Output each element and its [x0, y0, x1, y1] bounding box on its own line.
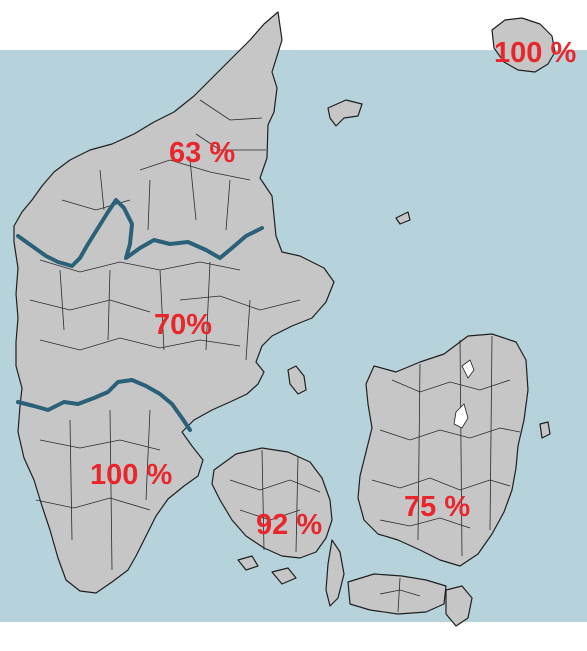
lake: [461, 359, 475, 379]
falster-island: [445, 585, 473, 627]
region-label-central-jutland: 70%: [154, 309, 212, 341]
anholt-island: [327, 99, 363, 127]
small-island: [271, 567, 297, 585]
small-island: [237, 555, 259, 571]
region-label-bornholm: 100 %: [494, 37, 576, 69]
municipal-borders: [29, 99, 521, 613]
small-island: [539, 421, 551, 439]
bornholm-island: [491, 17, 556, 73]
river-line: [16, 378, 192, 432]
limfjord-line: [16, 198, 264, 268]
region-label-north-jutland: 63 %: [169, 137, 235, 169]
small-island: [395, 211, 411, 225]
region-label-zealand: 75 %: [404, 491, 470, 523]
lake: [453, 403, 469, 429]
samso-island: [287, 365, 307, 395]
lolland-island: [347, 573, 447, 615]
langeland-island: [325, 539, 345, 607]
funen-island: [211, 447, 333, 559]
region-label-funen: 92 %: [256, 509, 322, 541]
zealand-island: [357, 333, 529, 567]
region-label-south-jutland: 100 %: [90, 459, 172, 491]
jutland-landmass: [13, 11, 335, 594]
